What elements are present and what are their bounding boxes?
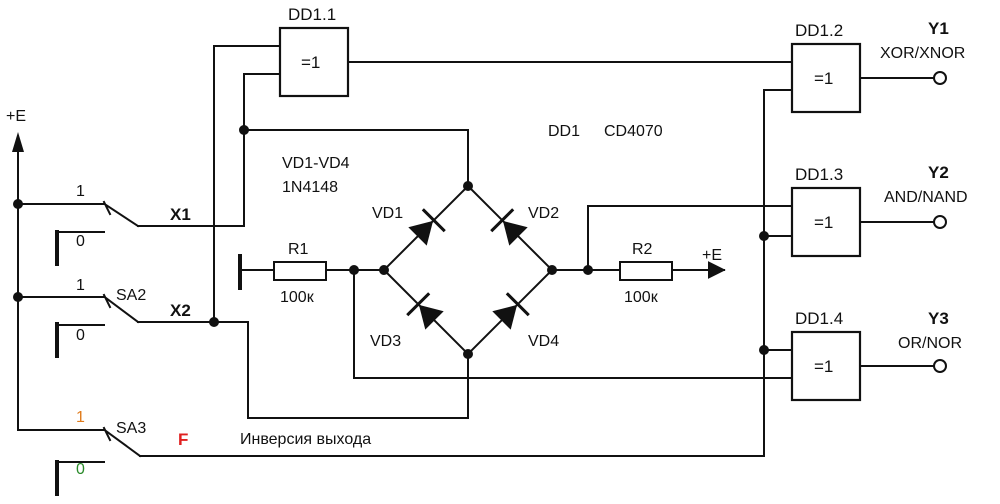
signal-x2-label: X2 bbox=[170, 301, 191, 320]
sa3-off-label: 0 bbox=[76, 461, 85, 478]
sa3-on-label: 1 bbox=[76, 409, 85, 426]
r1-name: R1 bbox=[288, 241, 309, 258]
supply-arrow-icon bbox=[12, 132, 24, 152]
sa1-off-label: 0 bbox=[76, 233, 85, 250]
sa2-name-label: SA2 bbox=[116, 287, 146, 304]
chip-part: CD4070 bbox=[604, 123, 663, 140]
gate-dd1-3-name: DD1.3 bbox=[795, 165, 843, 184]
y1-name: Y1 bbox=[928, 19, 949, 38]
gate-dd1-4-name: DD1.4 bbox=[795, 309, 843, 328]
vd3-label: VD3 bbox=[370, 333, 401, 350]
resistor-r1 bbox=[238, 254, 793, 379]
vd4-label: VD4 bbox=[528, 333, 559, 350]
gate-dd1-3-symbol: =1 bbox=[814, 213, 833, 232]
gate-dd1-2-symbol: =1 bbox=[814, 69, 833, 88]
sa2-on-label: 1 bbox=[76, 277, 85, 294]
resistor-r2 bbox=[551, 205, 793, 281]
vd2-label: VD2 bbox=[528, 205, 559, 222]
vd1-label: VD1 bbox=[372, 205, 403, 222]
r1-value: 100к bbox=[280, 289, 315, 306]
switch-sa3[interactable] bbox=[17, 426, 765, 496]
f-bus bbox=[759, 89, 793, 457]
r2-supply-label: +E bbox=[702, 247, 722, 264]
gate-dd1-4-symbol: =1 bbox=[814, 357, 833, 376]
x2-junction bbox=[209, 317, 219, 327]
y1-terminal bbox=[933, 71, 947, 85]
output-inversion-note: Инверсия выхода bbox=[240, 431, 371, 448]
y2-func: AND/NAND bbox=[884, 189, 968, 206]
supply-rail bbox=[12, 132, 24, 431]
switch-sa1[interactable] bbox=[17, 200, 245, 266]
chip-ref: DD1 bbox=[548, 123, 580, 140]
gate-dd1-1-symbol: =1 bbox=[301, 53, 320, 72]
y1-func: XOR/XNOR bbox=[880, 45, 965, 62]
r2-name: R2 bbox=[632, 241, 653, 258]
diode-group-part: 1N4148 bbox=[282, 179, 338, 196]
sa1-on-label: 1 bbox=[76, 183, 85, 200]
gate-dd1-1-name: DD1.1 bbox=[288, 5, 336, 24]
diode-vd1-icon bbox=[408, 208, 446, 246]
sa3-name-label: SA3 bbox=[116, 420, 146, 437]
signal-f-label: F bbox=[178, 430, 188, 449]
y3-func: OR/NOR bbox=[898, 335, 962, 352]
signal-x1-label: X1 bbox=[170, 205, 191, 224]
gate-dd1-3 bbox=[790, 186, 947, 258]
y2-name: Y2 bbox=[928, 163, 949, 182]
r2-value: 100к bbox=[624, 289, 659, 306]
sa2-off-label: 0 bbox=[76, 327, 85, 344]
wiring-inputs bbox=[209, 45, 469, 419]
gate-dd1-1 bbox=[278, 26, 793, 98]
diode-vd3-icon bbox=[406, 292, 444, 330]
supply-label: +E bbox=[6, 108, 26, 125]
diode-vd4-icon bbox=[492, 292, 530, 330]
gate-dd1-2 bbox=[790, 42, 947, 114]
y3-name: Y3 bbox=[928, 309, 949, 328]
y2-terminal bbox=[933, 215, 947, 229]
diode-group-ref: VD1-VD4 bbox=[282, 155, 350, 172]
gate-dd1-2-name: DD1.2 bbox=[795, 21, 843, 40]
switch-sa2[interactable] bbox=[17, 293, 249, 358]
gate-dd1-4 bbox=[790, 330, 947, 402]
y3-terminal bbox=[933, 359, 947, 373]
diode-vd2-icon bbox=[490, 208, 528, 246]
